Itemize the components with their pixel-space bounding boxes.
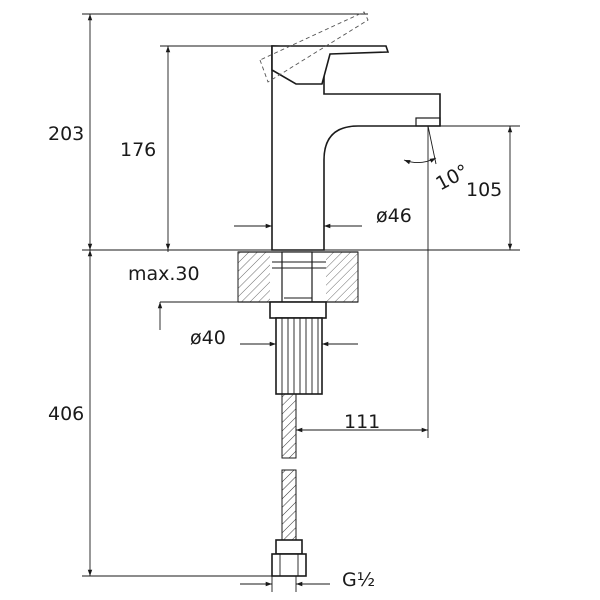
dim-deck-thickness: max.30 (128, 263, 200, 285)
lever-handle (259, 11, 390, 85)
mounting-shank (272, 251, 326, 305)
dimension-lines (87, 14, 513, 587)
dim-spout-height: 105 (466, 179, 502, 201)
dim-body-diameter: ø46 (376, 205, 412, 227)
dim-spout-reach: 111 (344, 411, 380, 433)
dim-overall-height: 203 (48, 123, 84, 145)
dim-body-height: 176 (120, 139, 156, 161)
dim-shank-diameter: ø40 (190, 327, 226, 349)
dim-connection-thread: G½ (342, 569, 375, 591)
dim-below-deck-length: 406 (48, 403, 84, 425)
flexible-hose (271, 393, 307, 577)
fixing-nut (269, 301, 327, 395)
